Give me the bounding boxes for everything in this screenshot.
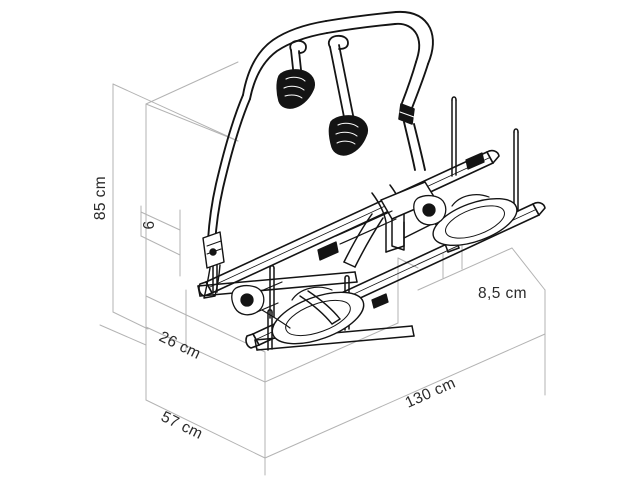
guide-mid-plane — [264, 322, 399, 383]
wheel-holder-mechanism-left — [231, 281, 283, 316]
box-edge-130 — [264, 333, 546, 459]
construction-box — [99, 61, 546, 476]
dimension-label-57cm: 57 cm — [158, 408, 205, 443]
bike-holder-arm-2 — [327, 34, 355, 123]
guide-right-join — [511, 247, 546, 291]
wheel-holder-mechanism-right — [413, 194, 447, 226]
bike-holder-clamp-1 — [276, 69, 315, 109]
upper-arch-frame — [207, 10, 434, 245]
leader-85-bottom — [112, 311, 149, 330]
dimension-label-6: 6 — [141, 220, 158, 229]
rail-ratchet-details — [317, 152, 485, 309]
arch-joint-collar — [398, 103, 415, 125]
fold-pivot-bracket-left — [202, 231, 225, 299]
iso-edge-top-left-b — [145, 103, 239, 142]
dimension-label-8-5cm: 8,5 cm — [478, 285, 527, 302]
dimension-label-85cm: 85 cm — [92, 176, 109, 220]
leader-85cm-lower — [417, 247, 513, 291]
leader-26-lower — [145, 326, 266, 383]
leader-85-foot — [99, 324, 147, 346]
cross-rail-front-left — [197, 271, 358, 297]
dimension-label-130cm: 130 cm — [403, 374, 459, 411]
leader-six-upper — [140, 211, 181, 231]
lower-frame-arms — [261, 290, 341, 329]
iso-edge-top-left-a — [112, 83, 239, 142]
towball-clamp-left — [271, 286, 365, 345]
dimension-label-26cm: 26 cm — [156, 328, 203, 363]
leader-26-upper — [145, 295, 266, 353]
guide-mid-to-85 — [397, 257, 419, 269]
box-edge-57 — [145, 399, 266, 459]
iso-edge-top-left-c — [145, 61, 239, 105]
leader-six-lower — [140, 235, 181, 256]
bike-carrier-assembly — [197, 10, 546, 351]
towball-clamp-right — [432, 194, 518, 247]
wheel-stop-posts — [212, 96, 519, 351]
bike-holder-clamp-2 — [328, 115, 368, 156]
